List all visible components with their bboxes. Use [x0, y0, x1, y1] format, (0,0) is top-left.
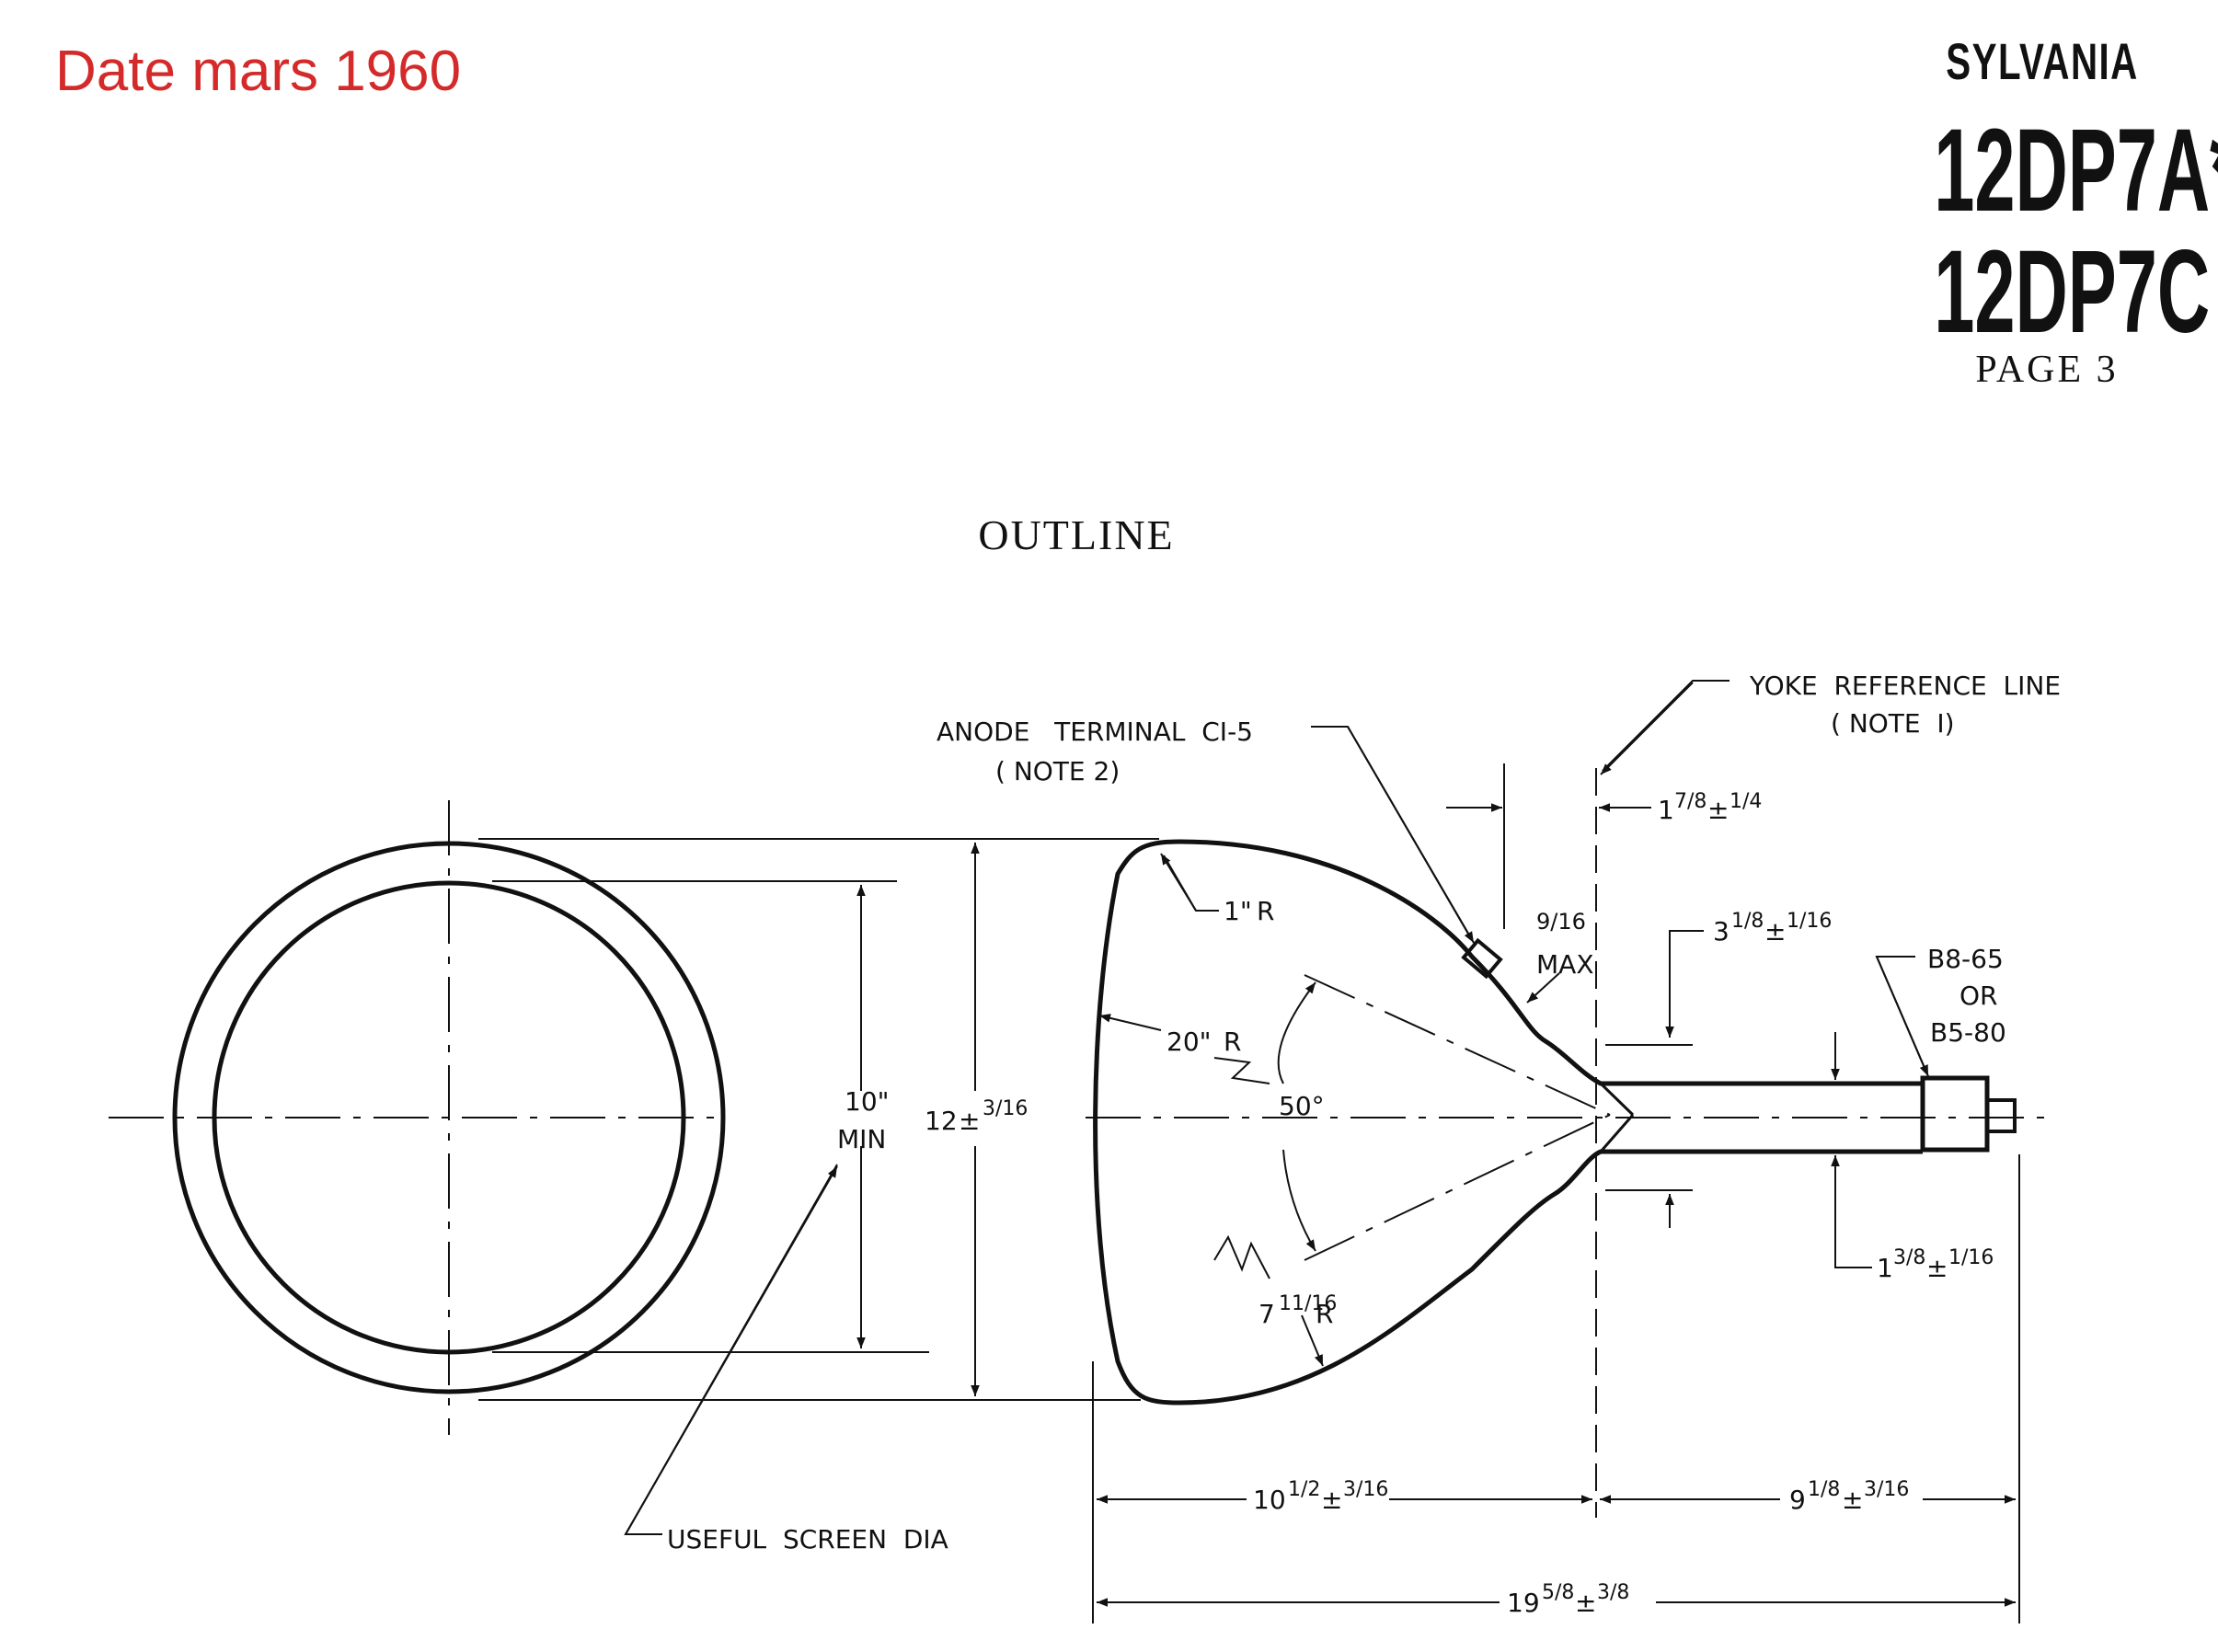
anode-terminal-label: ANODE TERMINAL CI-5 [937, 717, 1253, 747]
yoke-ref-label: YOKE REFERENCE LINE [1749, 671, 2061, 701]
svg-text:±: ± [1707, 795, 1729, 825]
deflection-angle-arc [1277, 981, 1316, 1084]
useful-screen-label: USEFUL SCREEN DIA [667, 1524, 948, 1554]
corner-radius-value: 1" [1224, 896, 1252, 926]
svg-text:±: ± [1926, 1253, 1948, 1283]
overall-len-tol: 3/8 [1597, 1581, 1629, 1604]
neck-dia-tol: 1/16 [1948, 1246, 1994, 1269]
bulb-len-frac: 1/2 [1288, 1478, 1320, 1501]
neck-dia-value: 1 [1877, 1253, 1893, 1283]
neck-len-frac: 1/8 [1731, 910, 1764, 933]
tube-bulb-outline [1093, 839, 1923, 1405]
svg-text:±: ± [1764, 916, 1786, 946]
face-radius-r: R [1224, 1027, 1241, 1057]
base-label-1: B8-65 [1927, 944, 2004, 974]
anode-offset-tol: 1/4 [1730, 790, 1762, 813]
face-dia-tol: 3/16 [983, 1097, 1028, 1120]
neck-total-frac: 1/8 [1808, 1478, 1840, 1501]
face-dia-value: 12 [925, 1106, 958, 1136]
bulb-radius-frac: 11/16 [1279, 1292, 1337, 1315]
anode-offset-frac: 7/8 [1674, 790, 1707, 813]
tube-base [1920, 1075, 1990, 1153]
overall-len-value: 19 [1507, 1588, 1540, 1618]
svg-text:±: ± [1575, 1588, 1596, 1618]
bulb-radius-value: 7 [1258, 1299, 1275, 1329]
svg-text:±: ± [1321, 1485, 1342, 1515]
deflection-angle-value: 50° [1279, 1091, 1325, 1121]
brand-name: SYLVANIA [1946, 32, 2139, 90]
neck-total-value: 9 [1789, 1485, 1806, 1515]
terminal-max-value: 9/16 [1536, 909, 1586, 935]
screen-min-label: MIN [837, 1124, 886, 1154]
neck-dia-frac: 3/8 [1893, 1246, 1925, 1269]
base-pin [1985, 1098, 2017, 1133]
bulb-radius-r: R [1316, 1299, 1333, 1329]
overall-len-frac: 5/8 [1542, 1581, 1574, 1604]
face-radius-value: 20" [1166, 1027, 1212, 1057]
neck-len-tol: 1/16 [1787, 910, 1832, 933]
base-label-or: OR [1959, 981, 1998, 1011]
yoke-note-label: ( NOTE I) [1831, 708, 1955, 739]
svg-text:±: ± [1842, 1485, 1863, 1515]
section-title: OUTLINE [978, 511, 1175, 558]
max-label: MAX [1536, 949, 1594, 980]
date-stamp: Date mars 1960 [55, 40, 462, 103]
anode-terminal [1461, 937, 1503, 980]
svg-text:±: ± [959, 1106, 980, 1136]
neck-len-value: 3 [1713, 916, 1730, 946]
bulb-len-tol: 3/16 [1343, 1478, 1388, 1501]
page-number: PAGE 3 [1975, 349, 2119, 391]
neck-total-tol: 3/16 [1864, 1478, 1909, 1501]
screen-dia-value: 10" [845, 1086, 890, 1117]
corner-radius-r: R [1257, 896, 1274, 926]
bulb-len-value: 10 [1253, 1485, 1286, 1515]
anode-note-label: ( NOTE 2) [995, 756, 1120, 786]
anode-offset-value: 1 [1658, 795, 1674, 825]
base-label-2: B5-80 [1930, 1017, 2006, 1048]
